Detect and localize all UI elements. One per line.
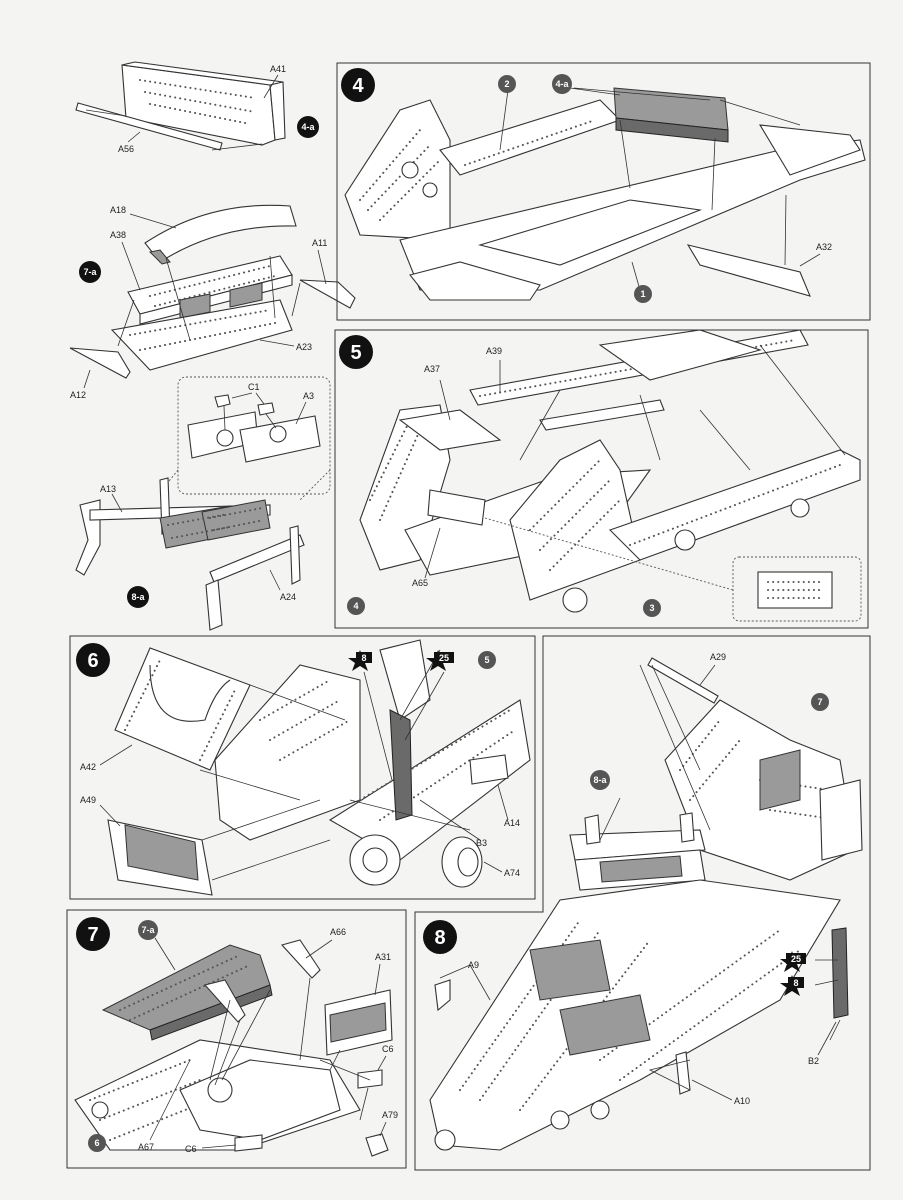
part-label: A38 [110,230,126,240]
paint-code-text: 8 [793,978,798,988]
callout: 7 [811,693,829,711]
part-label: A31 [375,952,391,962]
step-number-badge: 8 [423,920,457,954]
sub-step-badge: 7-a [79,261,101,283]
callout-text: 1 [640,289,645,299]
callout-text: 4 [353,601,358,611]
paint-code-star: 8 [780,975,804,996]
part-label: A37 [424,364,440,374]
paint-code-star: 8 [348,650,372,671]
step-5-panel: 5 A39 A37 A65 3 4 [334,329,869,629]
callout-text: 3 [649,603,654,613]
sub-step-badge-text: 4-a [555,79,569,89]
part-label: C6 [185,1144,197,1154]
paint-code-text: 25 [439,653,449,663]
step-number-badge: 5 [339,335,373,369]
part-label: A9 [468,960,479,970]
callout-text: 5 [484,655,489,665]
part-label: A29 [710,652,726,662]
step-8-panel: A29 A9 A10 B2 8 7 [414,635,871,1171]
part-label: A12 [70,390,86,400]
sub-step-badge-text: 8-a [131,592,145,602]
callout-text: 6 [94,1138,99,1148]
callout: 6 [88,1134,106,1152]
part-label: A39 [486,346,502,356]
part-label: A3 [303,391,314,401]
sub-step-badge-text: 7-a [141,925,155,935]
step-7a-group: A18 A38 A11 A12 A23 7-a [69,204,356,400]
callout-text: 7 [817,697,822,707]
part-label: A24 [280,592,296,602]
paint-code-text: 8 [361,653,366,663]
sub-step-badge: 4-a [297,116,319,138]
sub-step-badge: 8-a [590,770,610,790]
part-label: B2 [808,1056,819,1066]
part-label: A11 [312,238,327,248]
step-number: 6 [87,650,98,672]
callout: 5 [478,651,496,669]
part-label: B3 [476,838,487,848]
step-number: 4 [352,75,364,97]
callout-text: 2 [504,79,509,89]
part-label: A18 [110,205,126,215]
sub-step-badge-text: 7-a [83,267,97,277]
part-label: A65 [412,578,428,588]
part-label: A42 [80,762,96,772]
step-4a-group: A41 A56 4-a [75,61,319,154]
part-label: A79 [382,1110,398,1120]
part-label: C6 [382,1044,394,1054]
paint-code-text: 25 [791,954,801,964]
sub-step-badge-text: 4-a [301,122,315,132]
part-label: A32 [816,242,832,252]
sub-step-badge-text: 8-a [593,775,607,785]
step-number: 7 [87,924,98,946]
step-number-badge: 7 [76,917,110,951]
step-7-panel: 7 A66 A31 C6 A79 A67 C6 7-a [66,909,407,1169]
step-number: 8 [434,927,445,949]
callout: 2 [498,75,516,93]
part-label: A41 [270,64,286,74]
step-6-panel: 6 A42 A49 A14 B3 A74 8 [69,635,536,900]
part-label: A56 [118,144,134,154]
step-8a-group: C1 A3 A13 A24 8-a [75,376,331,631]
paint-code-star: 25 [780,951,806,972]
part-label: A66 [330,927,346,937]
sub-step-badge: 8-a [127,586,149,608]
step-number-badge: 4 [341,68,375,102]
paint-code-star: 25 [426,650,454,671]
part-label: A23 [296,342,312,352]
part-label: A13 [100,484,116,494]
part-label: A67 [138,1142,154,1152]
callout: 4 [347,597,365,615]
step-number: 5 [350,342,361,364]
sub-step-badge: 4-a [552,74,572,94]
part-label: A49 [80,795,96,805]
part-label: A74 [504,868,520,878]
part-label: C1 [248,382,260,392]
sub-step-badge: 7-a [138,920,158,940]
part-label: A14 [504,818,520,828]
callout: 3 [643,599,661,617]
callout: 1 [634,285,652,303]
step-4-panel: 4 2 1 4-a A32 [336,62,871,321]
step-number-badge: 6 [76,643,110,677]
part-label: A10 [734,1096,750,1106]
